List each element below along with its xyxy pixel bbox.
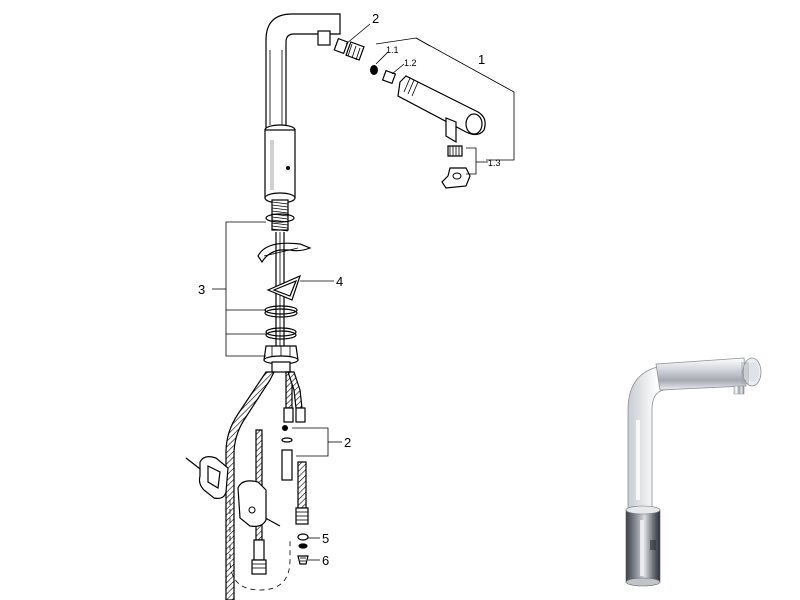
- spray-head-exploded: [333, 37, 486, 189]
- callout-1-2: 1.2: [404, 58, 417, 68]
- callout-4: 4: [336, 274, 343, 289]
- faucet-base-cylinder: [264, 124, 296, 204]
- faucet-spout-body: [265, 13, 341, 129]
- hose-loop-dashed: [229, 500, 291, 591]
- supply-hoses: [225, 371, 309, 600]
- thread-line: [271, 225, 289, 229]
- callout-3: 3: [198, 282, 205, 297]
- seal-parts: [297, 533, 309, 565]
- thread-line: [271, 201, 289, 205]
- callout-1-3: 1.3: [488, 158, 501, 168]
- hose-weight-clip: [185, 456, 281, 527]
- thread-line: [271, 216, 289, 220]
- thread-line: [271, 204, 289, 208]
- thread-line: [271, 207, 289, 211]
- callout-1-1: 1.1: [386, 45, 399, 55]
- mounting-assembly: [257, 213, 312, 373]
- thread-line: [271, 222, 289, 226]
- thread-line: [271, 210, 289, 214]
- callout-2-mid: 2: [344, 435, 351, 450]
- callout-2-top: 2: [372, 11, 379, 26]
- leader-lines: [212, 23, 515, 561]
- threaded-shank: [271, 199, 289, 232]
- callout-5: 5: [322, 531, 329, 546]
- callout-labels: 2 1 1.1 1.2 1.3 3 4 2 5 6: [198, 11, 501, 568]
- callout-1: 1: [478, 52, 485, 67]
- faucet-product-image: [625, 357, 762, 587]
- thread-line: [271, 228, 289, 232]
- callout-6: 6: [322, 553, 329, 568]
